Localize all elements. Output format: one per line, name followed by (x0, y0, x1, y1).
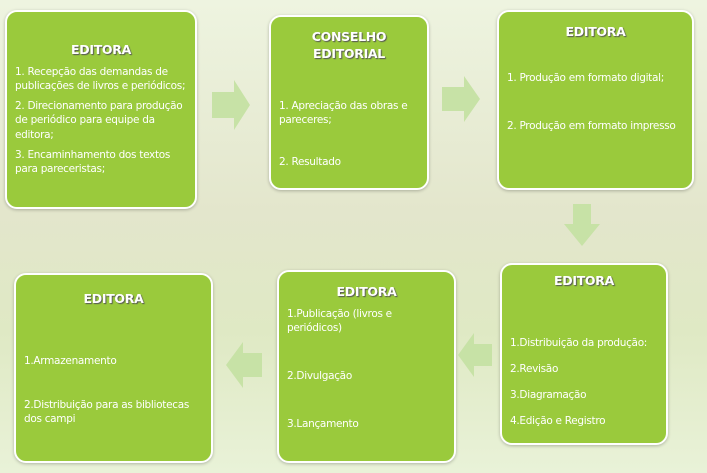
box-title: EDITORA (565, 24, 626, 39)
box-item: 1. Recepção das demandas de publicações … (15, 65, 186, 93)
box-item: 2.Distribuição para as bibliotecas dos c… (24, 399, 190, 426)
arrow-left-icon (226, 342, 262, 388)
box-title: EDITORA (336, 284, 397, 299)
box-item: 2.Divulgação (287, 370, 352, 383)
box-title: EDITORA (554, 273, 614, 288)
box-item: 4.Edição e Registro (510, 415, 606, 428)
step-6-editora-box: EDITORA 1.Armazenamento 2.Distribuição p… (14, 273, 213, 463)
box-item: 1. Produção em formato digital; (507, 71, 664, 84)
box-item: 3.Diagramação (510, 389, 587, 402)
arrow-left-icon (458, 333, 492, 377)
step-1-editora-box: EDITORA 1. Recepção das demandas de publ… (5, 10, 197, 209)
box-item: 3.Lançamento (287, 418, 359, 431)
box-item: 2. Resultado (279, 156, 341, 169)
box-item: 1.Publicação (livros e periódicos) (287, 307, 392, 335)
box-title: EDITORA (83, 291, 144, 306)
box-item: 2. Produção em formato impresso (507, 120, 676, 133)
box-title: CONSELHO EDITORIAL (311, 29, 387, 61)
box-item: 1.Armazenamento (24, 354, 117, 367)
step-5-editora-box: EDITORA 1.Publicação (livros e periódico… (277, 270, 456, 463)
step-4-editora-box: EDITORA 1.Distribuição da produção: 2.Re… (500, 263, 668, 445)
box-item: 2.Revisão (510, 363, 559, 376)
step-2-conselho-box: CONSELHO EDITORIAL 1. Apreciação das obr… (269, 15, 429, 190)
box-item: 1. Apreciação das obras e pareceres; (279, 99, 408, 126)
box-title: EDITORA (71, 42, 131, 57)
arrow-right-icon (212, 80, 250, 130)
step-3-editora-box: EDITORA 1. Produção em formato digital; … (497, 10, 694, 190)
box-item: 2. Direcionamento para produção de perió… (15, 100, 183, 141)
arrow-down-icon (564, 204, 600, 246)
arrow-right-icon (442, 76, 480, 122)
box-item: 3. Encaminhamento dos textos para parece… (15, 148, 171, 175)
box-item: 1.Distribuição da produção: (510, 336, 648, 349)
